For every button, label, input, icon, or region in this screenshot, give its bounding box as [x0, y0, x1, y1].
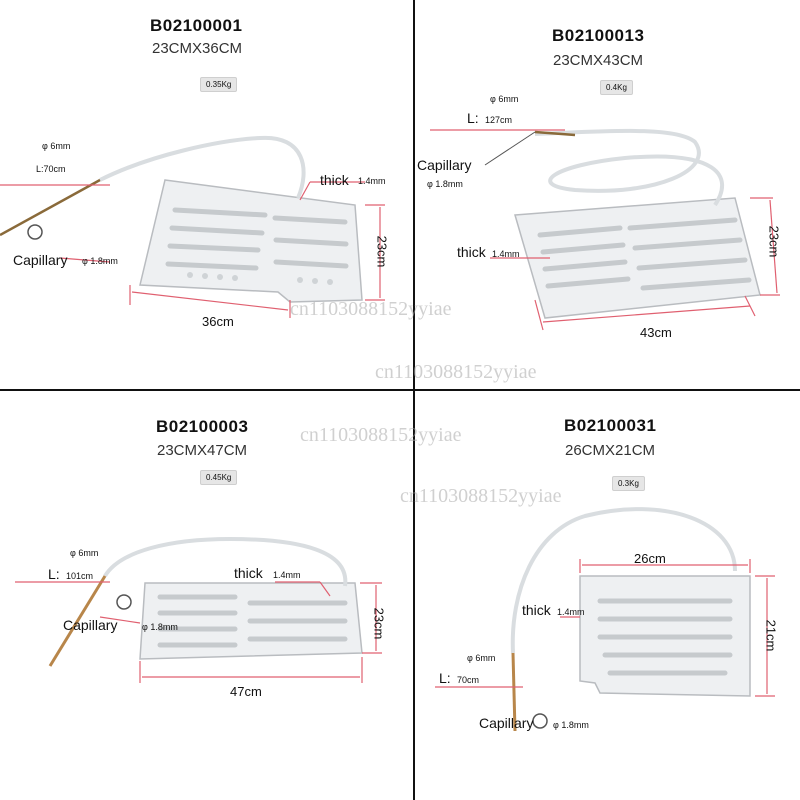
- evaporator-plate-4-drawing: [435, 507, 775, 732]
- tube-diameter-label: φ 6mm: [490, 94, 519, 104]
- tube-length-value: 101cm: [66, 571, 94, 581]
- evaporator-plate-3-drawing: [15, 536, 382, 683]
- tube-diameter-label: φ 6mm: [42, 141, 71, 151]
- capillary-value: φ 1.8mm: [142, 622, 178, 632]
- evaporator-plate-2-drawing: [430, 128, 780, 331]
- dimension-width: 47cm: [230, 684, 262, 699]
- horizontal-divider: [0, 389, 800, 391]
- watermark: cn1103088152yyiae: [400, 485, 562, 507]
- weight-badge: 0.3Kg: [612, 476, 645, 491]
- dimension-width: 26cm: [634, 551, 666, 566]
- capillary-value: φ 1.8mm: [427, 179, 463, 189]
- tube-length-label: L:: [48, 566, 60, 582]
- evaporator-plate-1-drawing: [0, 135, 385, 318]
- product-code: B02100031: [564, 416, 657, 435]
- thick-value: 1.4mm: [492, 249, 520, 259]
- product-panel-2: B02100013 23CMX43CM 0.4Kg φ 6mm L: 127cm…: [415, 0, 800, 389]
- dimension-width: 36cm: [202, 314, 234, 329]
- product-code: B02100003: [156, 417, 249, 436]
- capillary-label: Capillary: [417, 157, 472, 173]
- product-size: 23CMX43CM: [553, 52, 644, 69]
- product-size: 26CMX21CM: [565, 442, 656, 459]
- thick-label: thick: [234, 565, 263, 581]
- thick-value: 1.4mm: [358, 176, 386, 186]
- dimension-height: 21cm: [763, 619, 779, 652]
- watermark: cn1103088152yyiae: [290, 298, 452, 320]
- weight-badge: 0.45Kg: [200, 470, 238, 485]
- tube-diameter-label: φ 6mm: [467, 653, 496, 663]
- product-size: 23CMX47CM: [157, 442, 248, 459]
- dimension-width: 43cm: [640, 325, 672, 340]
- thick-value: 1.4mm: [273, 570, 301, 580]
- thick-label: thick: [522, 602, 551, 618]
- tube-diameter-label: φ 6mm: [70, 548, 99, 558]
- product-panel-4: B02100031 26CMX21CM 0.3Kg 26cm thick 1.4…: [415, 391, 800, 780]
- tube-length-label: L:: [439, 670, 451, 686]
- product-panel-3: B02100003 23CMX47CM 0.45Kg φ 6mm L: 101c…: [0, 391, 400, 780]
- capillary-value: φ 1.8mm: [82, 256, 118, 266]
- watermark: cn1103088152yyiae: [375, 361, 537, 383]
- capillary-label: Capillary: [13, 252, 68, 268]
- tube-length-value: 127cm: [485, 115, 513, 125]
- capillary-label: Capillary: [479, 715, 534, 731]
- tube-length-label: L:: [467, 110, 479, 126]
- watermark: cn1103088152yyiae: [300, 424, 462, 446]
- dimension-height: 23cm: [374, 235, 390, 268]
- tube-length-label: L:70cm: [36, 164, 66, 174]
- dimension-height: 23cm: [371, 607, 387, 640]
- product-code: B02100001: [150, 16, 243, 35]
- product-panel-1: B02100001 23CMX36CM 0.35Kg φ 6mm L:70cm …: [0, 0, 400, 389]
- product-code: B02100013: [552, 26, 645, 45]
- vertical-divider: [413, 0, 415, 800]
- capillary-label: Capillary: [63, 617, 118, 633]
- dimension-height: 23cm: [766, 225, 782, 258]
- tube-length-value: 70cm: [457, 675, 480, 685]
- thick-label: thick: [320, 172, 349, 188]
- thick-value: 1.4mm: [557, 607, 585, 617]
- weight-badge: 0.35Kg: [200, 77, 238, 92]
- thick-label: thick: [457, 244, 486, 260]
- product-size: 23CMX36CM: [152, 40, 243, 57]
- weight-badge: 0.4Kg: [600, 80, 633, 95]
- capillary-value: φ 1.8mm: [553, 720, 589, 730]
